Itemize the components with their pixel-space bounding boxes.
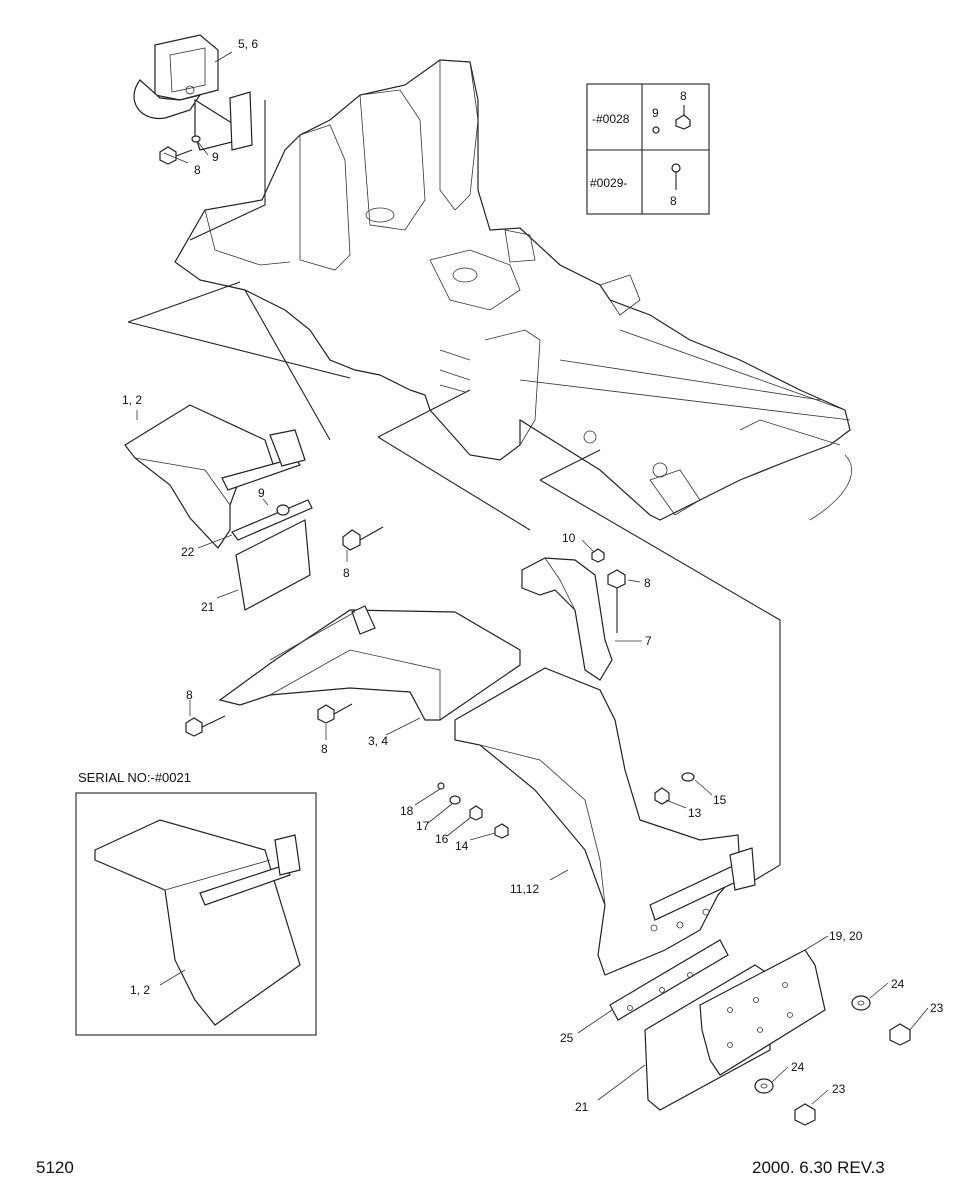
page-number: 5120 (36, 1158, 74, 1177)
box-label-8b: 8 (670, 194, 677, 208)
bolt-8-stay (607, 569, 626, 633)
bolt-23-upper (889, 1023, 911, 1046)
label-23-lower: 23 (832, 1082, 846, 1096)
bolt-23-lower (794, 1103, 816, 1126)
label-13: 13 (688, 806, 702, 820)
label-14: 14 (455, 839, 469, 853)
label-24-lower: 24 (791, 1060, 805, 1074)
serial-note: SERIAL NO:-#0021 (78, 770, 191, 785)
label-8-center: 8 (321, 742, 328, 756)
label-22: 22 (181, 545, 195, 559)
washer-9-top (191, 135, 201, 143)
serial-row-2: #0029- (590, 176, 627, 190)
box-label-9: 9 (652, 106, 659, 120)
plate-19-20 (699, 949, 826, 1076)
fender-11-12 (454, 667, 756, 976)
serial-inset (75, 792, 317, 1036)
label-11-12: 11,12 (510, 882, 539, 896)
washer-24-upper (851, 995, 871, 1011)
label-17: 17 (416, 819, 430, 833)
label-24-upper: 24 (891, 977, 905, 991)
label-10: 10 (562, 531, 576, 545)
label-18: 18 (400, 804, 414, 818)
bolt-8-top (159, 146, 193, 165)
label-23-upper: 23 (930, 1001, 944, 1015)
bolt-8-mid-left (342, 526, 384, 551)
stay-7 (521, 557, 613, 681)
washer-15 (681, 772, 695, 782)
nut-10 (591, 548, 605, 563)
plate-25 (609, 939, 729, 1021)
label-9-top: 9 (212, 150, 219, 164)
label-16: 16 (435, 832, 449, 846)
chassis-frame (174, 59, 853, 521)
washer-9-mid (276, 504, 290, 516)
label-21-left: 21 (201, 600, 215, 614)
inset-label-1-2: 1, 2 (130, 983, 150, 997)
label-7: 7 (645, 634, 652, 648)
label-21-right: 21 (575, 1100, 589, 1114)
guide-outlines (127, 100, 781, 881)
label-8-top: 8 (194, 163, 201, 177)
hardware-14-18 (437, 782, 509, 839)
serial-row-1: -#0028 (592, 112, 630, 126)
label-15: 15 (713, 793, 727, 807)
label-8-stay: 8 (644, 576, 651, 590)
step-bracket-5-6 (133, 34, 253, 151)
label-9-mid: 9 (258, 486, 265, 500)
label-8-mid: 8 (343, 566, 350, 580)
washer-24-lower (754, 1078, 774, 1094)
nut-13 (654, 787, 670, 805)
serial-table (586, 83, 710, 215)
label-3-4: 3, 4 (368, 734, 388, 748)
bolt-8-left (185, 715, 226, 737)
callout-labels: 5, 6 9 8 -#0028 #0029- 9 8 8 1, 2 9 22 8… (122, 37, 944, 1114)
label-25: 25 (560, 1031, 574, 1045)
label-5-6: 5, 6 (238, 37, 258, 51)
revision-date: 2000. 6.30 REV.3 (752, 1158, 885, 1177)
mud-flap-21-left (235, 519, 311, 611)
fender-support-3-4 (218, 605, 521, 721)
label-1-2: 1, 2 (122, 393, 142, 407)
label-8-left: 8 (186, 688, 193, 702)
leader-lines (136, 51, 929, 1105)
fender-1-2 (124, 404, 306, 549)
box-label-8a: 8 (680, 89, 687, 103)
label-19-20: 19, 20 (829, 929, 863, 943)
bolt-8-center (317, 703, 353, 724)
